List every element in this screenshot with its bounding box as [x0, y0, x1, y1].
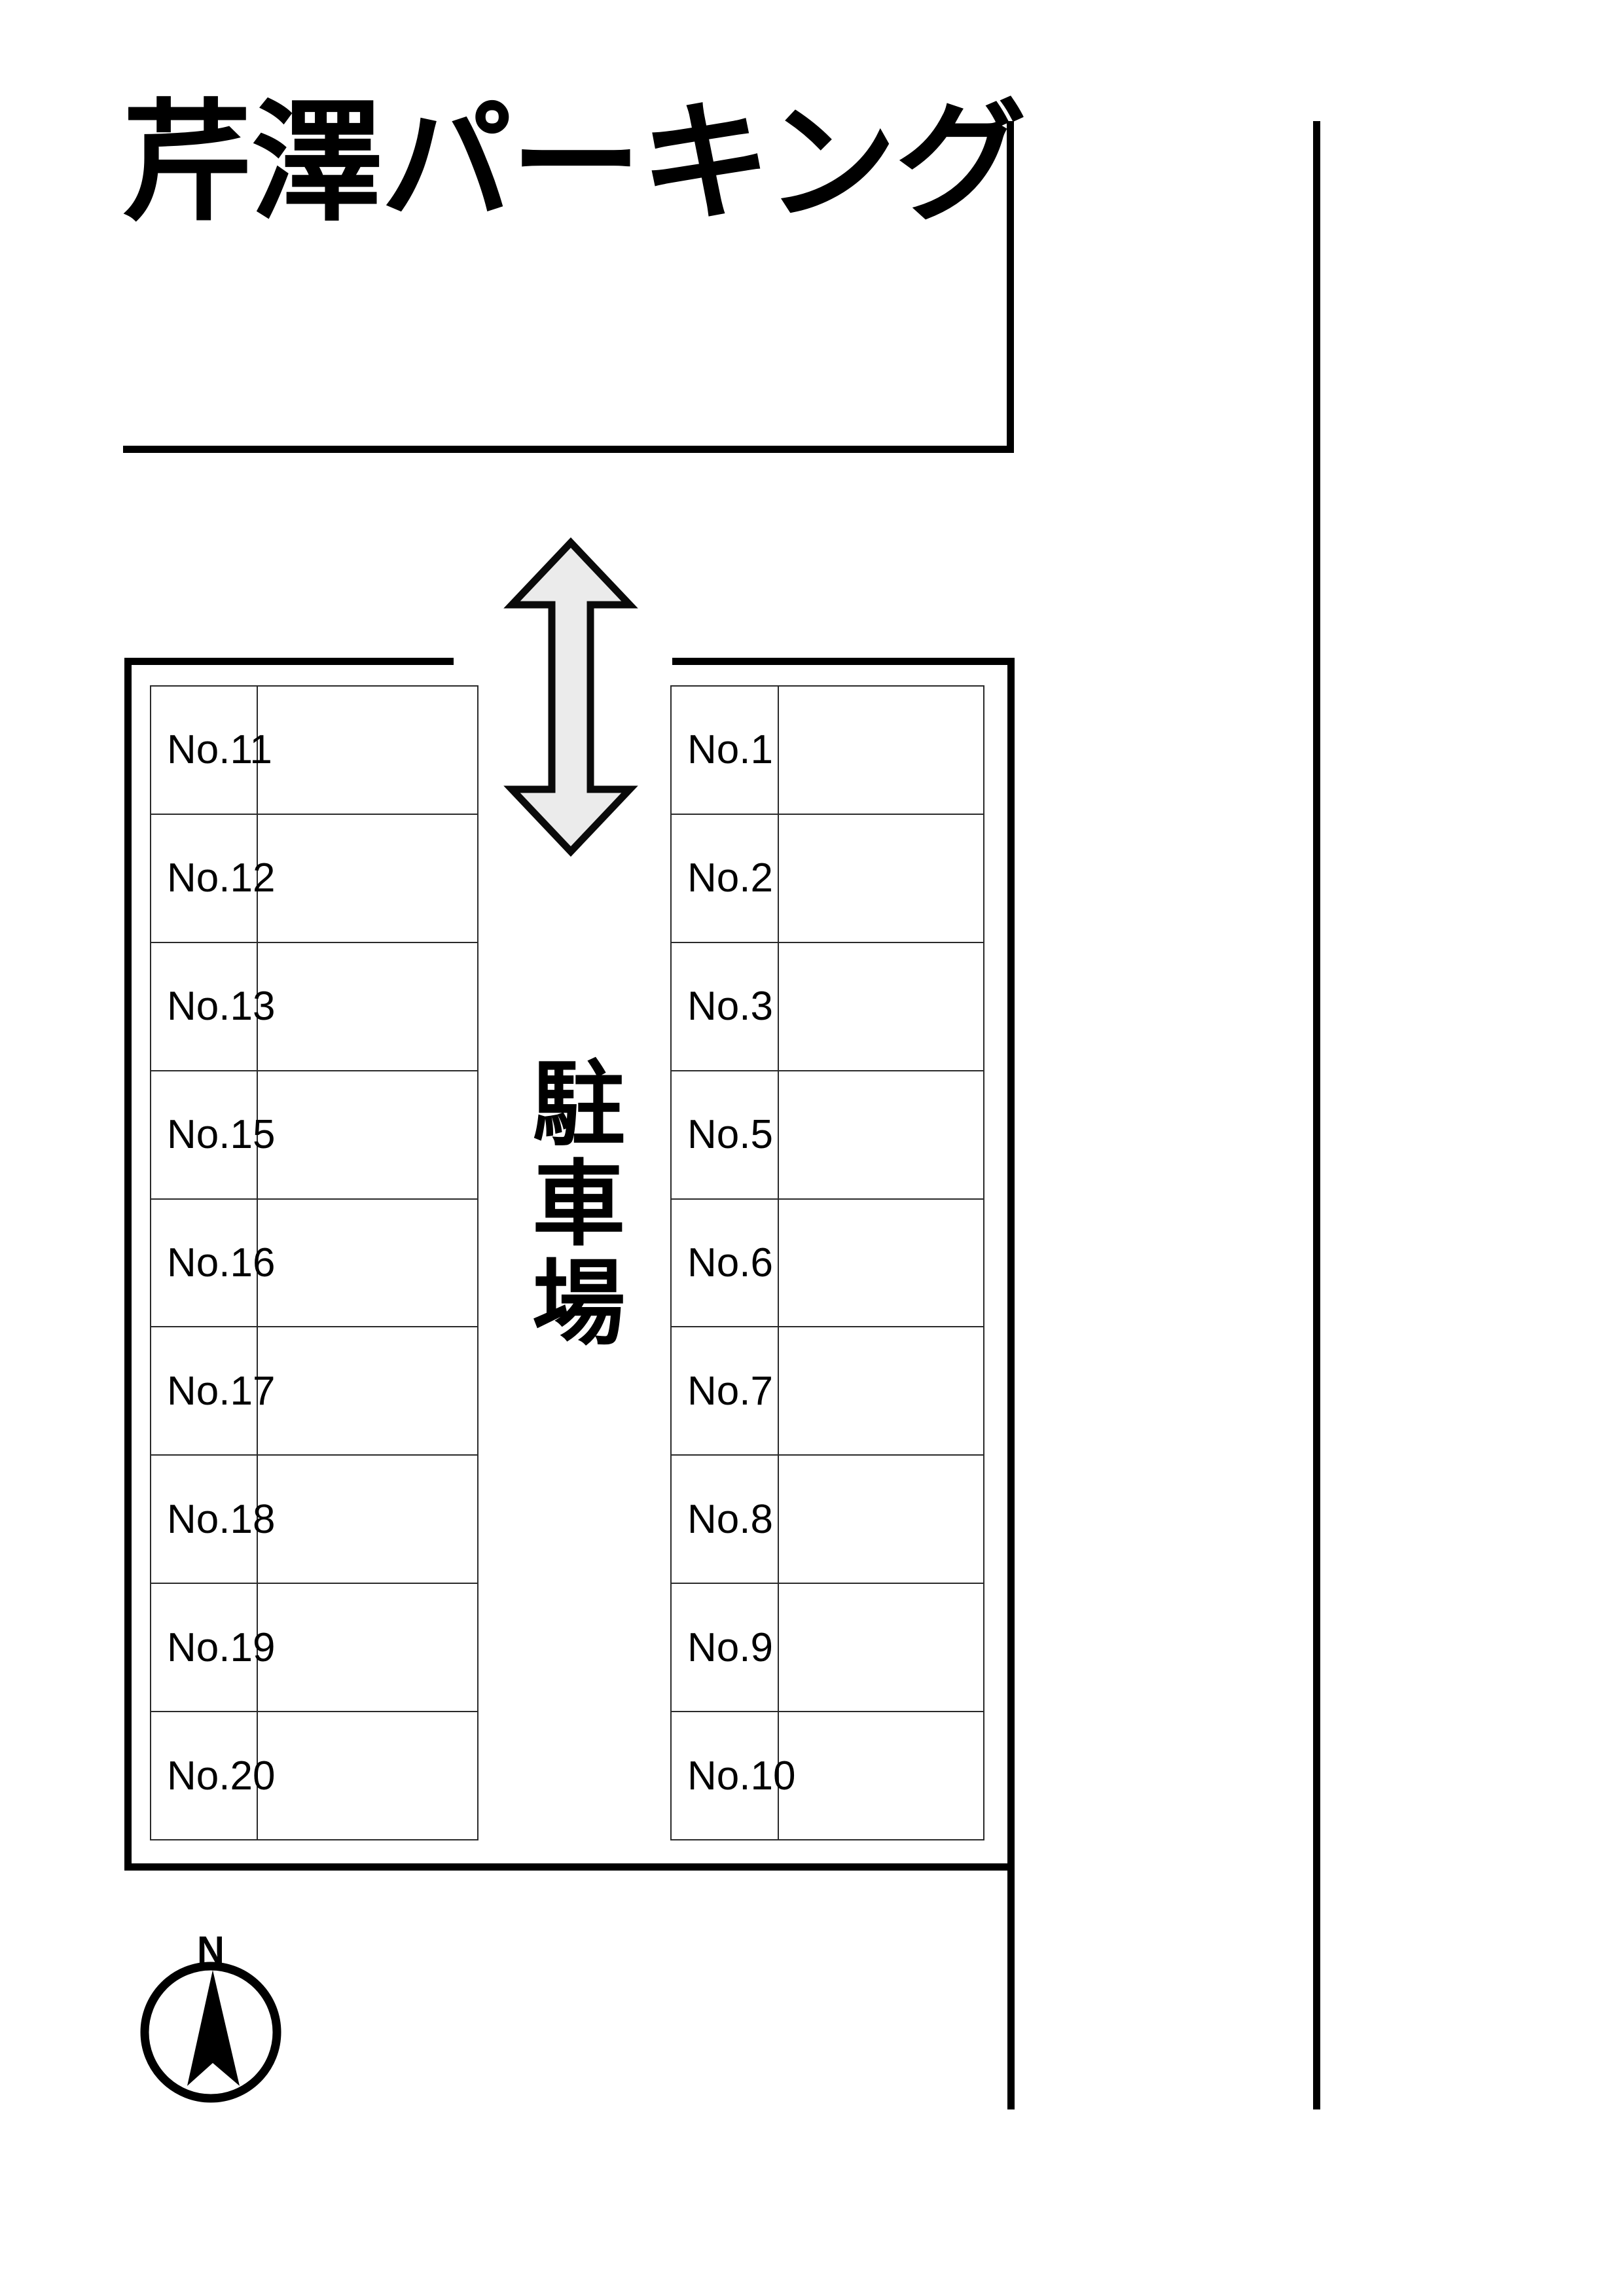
lot-top-border-right-segment — [672, 658, 1015, 665]
spot-space — [779, 1200, 983, 1327]
spot-number: No.9 — [672, 1584, 779, 1712]
spot-space — [779, 1071, 983, 1198]
spot-space — [779, 943, 983, 1070]
spot-space — [258, 1584, 477, 1711]
spot-number: No.10 — [672, 1712, 795, 1840]
spot-space — [258, 943, 477, 1070]
lot-right-border — [1007, 658, 1015, 2109]
spot-number: No.16 — [151, 1199, 275, 1327]
spot-number: No.19 — [151, 1584, 275, 1712]
spot-number: No.1 — [672, 687, 779, 814]
parking-area-label: 駐車場 — [518, 1055, 623, 1354]
parking-spot-row: No.10 — [672, 1712, 983, 1840]
two-way-driveway-arrow-icon — [503, 537, 638, 857]
spot-space — [258, 1712, 477, 1839]
spot-space — [258, 1456, 477, 1583]
parking-spot-row: No.17 — [151, 1327, 477, 1456]
lot-left-border — [124, 658, 132, 1871]
parking-spot-row: No.8 — [672, 1456, 983, 1585]
spot-number: No.3 — [672, 942, 779, 1070]
spot-number: No.8 — [672, 1456, 779, 1583]
spot-number: No.20 — [151, 1712, 275, 1840]
parking-spot-row: No.3 — [672, 942, 983, 1071]
right-stall-table: No.1 No.2 No.3 No.5 No.6 No.7 No.8 No.9 — [670, 685, 984, 1840]
spot-space — [779, 1327, 983, 1454]
lot-bottom-border — [124, 1863, 1015, 1871]
parking-spot-row: No.1 — [672, 687, 983, 815]
spot-number: No.12 — [151, 814, 275, 942]
spot-space — [779, 1456, 983, 1583]
spot-space — [779, 1712, 983, 1839]
spot-space — [258, 815, 477, 942]
spot-number: No.6 — [672, 1199, 779, 1327]
parking-spot-row: No.12 — [151, 814, 477, 943]
lot-top-border-left-segment — [124, 658, 454, 665]
spot-number: No.5 — [672, 1071, 779, 1198]
spot-number: No.13 — [151, 942, 275, 1070]
road-edge-line — [1313, 121, 1320, 2109]
spot-number: No.17 — [151, 1327, 275, 1455]
parking-spot-row: No.7 — [672, 1327, 983, 1456]
parking-spot-row: No.20 — [151, 1712, 477, 1840]
spot-space — [258, 1327, 477, 1454]
parking-spot-row: No.16 — [151, 1199, 477, 1328]
spot-number: No.15 — [151, 1071, 275, 1198]
spot-space — [779, 687, 983, 814]
page-title: 芹澤パーキング — [122, 90, 1026, 236]
parking-spot-row: No.5 — [672, 1071, 983, 1200]
spot-number: No.11 — [151, 687, 272, 814]
parking-spot-row: No.6 — [672, 1199, 983, 1328]
spot-number: No.7 — [672, 1327, 779, 1455]
parking-spot-row: No.18 — [151, 1456, 477, 1585]
parking-spot-row: No.2 — [672, 814, 983, 943]
spot-space — [779, 815, 983, 942]
north-compass-icon: N — [140, 1929, 281, 2103]
parking-spot-row: No.19 — [151, 1584, 477, 1713]
parking-spot-row: No.11 — [151, 687, 477, 815]
compass-needle — [187, 1970, 240, 2086]
spot-space — [779, 1584, 983, 1711]
spot-space — [258, 1071, 477, 1198]
title-box-right-line — [1007, 121, 1014, 453]
parking-spot-row: No.9 — [672, 1584, 983, 1713]
parking-spot-row: No.13 — [151, 942, 477, 1071]
left-stall-table: No.11 No.12 No.13 No.15 No.16 No.17 No.1… — [150, 685, 478, 1840]
spot-space — [258, 687, 477, 814]
title-box-bottom-line — [123, 446, 1014, 453]
parking-spot-row: No.15 — [151, 1071, 477, 1200]
spot-number: No.18 — [151, 1456, 275, 1583]
spot-space — [258, 1200, 477, 1327]
spot-number: No.2 — [672, 814, 779, 942]
